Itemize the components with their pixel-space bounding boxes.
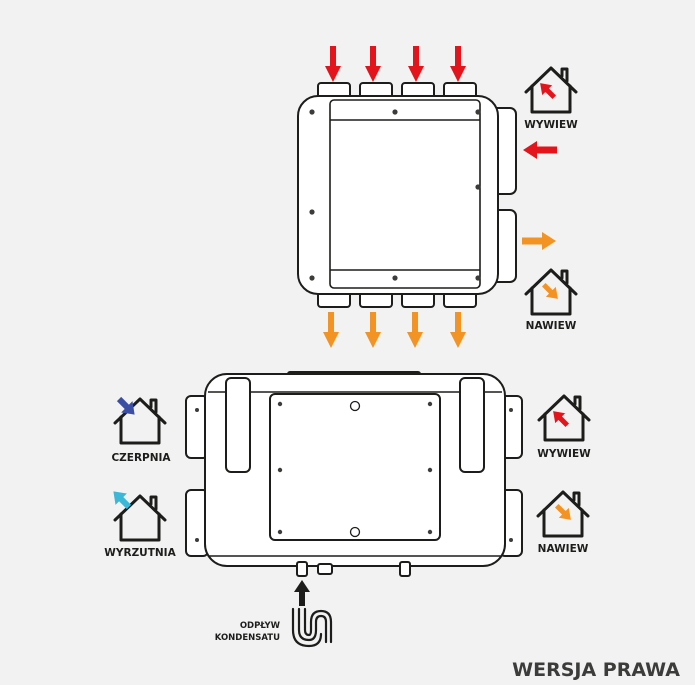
house-icon	[524, 268, 578, 316]
arrow-black-icon	[294, 580, 310, 606]
arrow-orange-icon	[522, 232, 556, 250]
version-title: WERSJA PRAWA	[512, 659, 680, 681]
label-nawiew-top: NAWIEW	[526, 320, 577, 332]
access-panel	[269, 393, 441, 541]
house-icon	[536, 490, 590, 538]
top-body	[297, 95, 499, 295]
arrow-orange-icon	[323, 312, 466, 348]
label-wywiew-bottom: WYWIEW	[537, 448, 591, 460]
label-wywiew-top: WYWIEW	[524, 119, 578, 131]
front-unit	[185, 371, 523, 577]
top-unit	[297, 82, 517, 308]
house-icon	[113, 491, 167, 542]
label-wyrzutnia: WYRZUTNIA	[104, 547, 176, 559]
drain-trap-icon	[291, 607, 333, 648]
house-icon	[524, 66, 578, 114]
label-condensate-line2: KONDENSATU	[215, 633, 280, 643]
label-condensate-line1: ODPŁYW	[240, 621, 281, 631]
house-icon	[113, 396, 167, 445]
arrow-red-icon	[325, 46, 466, 82]
arrow-red-icon	[523, 141, 557, 159]
label-czerpnia: CZERPNIA	[111, 452, 171, 464]
house-icon	[537, 394, 591, 442]
label-nawiew-bottom: NAWIEW	[538, 543, 589, 555]
